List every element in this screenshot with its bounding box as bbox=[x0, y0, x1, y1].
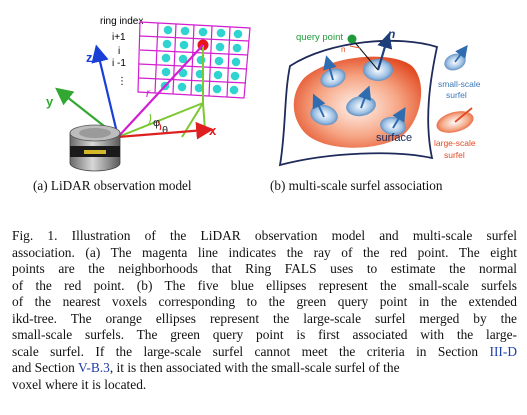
surfel-normals bbox=[312, 55, 406, 129]
surface-label: surface bbox=[376, 132, 412, 144]
ray-label: r bbox=[146, 86, 151, 100]
section-link[interactable]: V-B.3 bbox=[77, 360, 110, 375]
ring-row-label: i+1 bbox=[112, 32, 126, 43]
ring-row-label: i -1 bbox=[112, 58, 126, 69]
caption-text: scale surfel. If the large-scale surfel … bbox=[12, 343, 479, 359]
range-image-grid bbox=[137, 21, 251, 99]
figure-1-graphic: ring index i+1 i i -1 ⋮ bbox=[46, 16, 481, 172]
query-point bbox=[347, 34, 357, 44]
caption-line: of the nearest voxels corresponding to t… bbox=[12, 294, 517, 309]
ring-index-label: ring index bbox=[100, 16, 143, 27]
caption-text: , it is then associated with the small-s… bbox=[109, 360, 400, 375]
caption-line: points are the neighborhoods that Ring F… bbox=[12, 261, 517, 276]
section-link[interactable]: III-D bbox=[489, 343, 517, 359]
z-axis-label: z bbox=[86, 50, 93, 65]
caption-line: of the red point. (b) The five blue elli… bbox=[12, 277, 517, 293]
theta-label: θ bbox=[162, 125, 168, 137]
ray-line bbox=[117, 44, 204, 138]
subcaption-b: (b) multi-scale surfel association bbox=[270, 178, 443, 193]
normal-arrow bbox=[376, 32, 393, 71]
legend-large-label: surfel bbox=[444, 150, 465, 160]
theta-arc bbox=[157, 121, 162, 131]
subcaption-a: (a) LiDAR observation model bbox=[33, 178, 192, 193]
query-link bbox=[351, 38, 379, 71]
lidar-sensor-icon bbox=[69, 124, 121, 172]
phi-arc bbox=[147, 113, 152, 126]
x-axis bbox=[117, 121, 214, 140]
legend-small-label: small-scale bbox=[438, 79, 481, 89]
normal-offset-mark bbox=[349, 45, 361, 49]
panel-b: query point n n surface small-scale surf… bbox=[278, 27, 481, 167]
normal-label: n bbox=[388, 27, 395, 41]
neighbor-points bbox=[160, 25, 243, 95]
figure-caption: Fig. 1. Illustration of the LiDAR observ… bbox=[12, 228, 517, 393]
ring-row-label: ⋮ bbox=[117, 76, 127, 87]
normal-offset-label: n bbox=[341, 45, 345, 54]
caption-line: and Section V-B.3, it is then associated… bbox=[12, 360, 517, 377]
phi-label: φ bbox=[153, 117, 160, 129]
caption-line: ikd-tree. The orange ellipses represent … bbox=[12, 310, 517, 326]
caption-line: voxel where it is located. bbox=[12, 376, 147, 392]
caption-text: and Section bbox=[12, 360, 75, 375]
legend-large-label: large-scale bbox=[434, 138, 476, 148]
query-point-label: query point bbox=[296, 32, 343, 43]
z-axis bbox=[91, 44, 120, 138]
ring-row-label: i bbox=[118, 46, 120, 57]
y-axis-label: y bbox=[46, 94, 54, 109]
x-axis-label: x bbox=[209, 123, 217, 138]
caption-line: Fig. 1. Illustration of the LiDAR observ… bbox=[12, 228, 517, 243]
legend: small-scale surfel large-scale surfel bbox=[434, 44, 481, 160]
panel-a: ring index i+1 i i -1 ⋮ bbox=[46, 16, 251, 172]
caption-line: scale surfel. If the large-scale surfel … bbox=[12, 344, 517, 361]
caption-line: association. (a) The magenta line indica… bbox=[12, 244, 517, 260]
legend-small-label: surfel bbox=[446, 90, 467, 100]
figure-1: ring index i+1 i i -1 ⋮ bbox=[0, 0, 527, 206]
caption-line: small-scale surfels. The green query poi… bbox=[12, 327, 517, 342]
